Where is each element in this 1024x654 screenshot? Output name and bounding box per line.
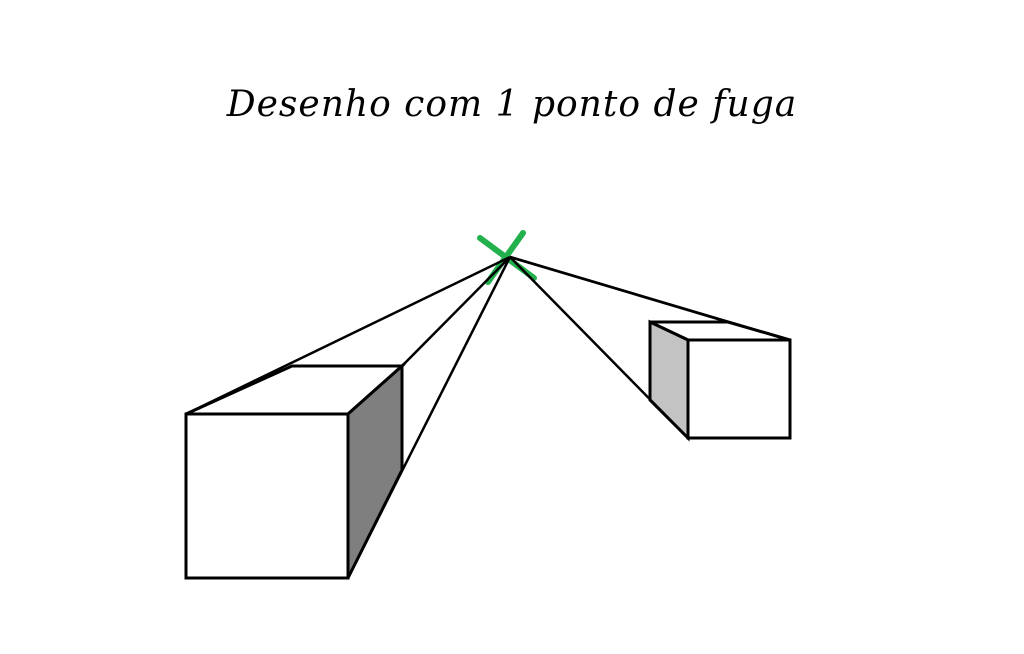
right-cube-front-face xyxy=(686,338,792,440)
vanishing-lines xyxy=(185,255,791,579)
left-cube-front-face xyxy=(184,412,350,580)
vanishing-line xyxy=(185,255,511,416)
right-cube-side-face xyxy=(648,319,690,442)
diagram-title: Desenho com 1 ponto de fuga xyxy=(226,84,798,125)
vanishing-line xyxy=(401,256,511,367)
vanishing-line xyxy=(346,256,512,579)
vanishing-line xyxy=(509,255,729,324)
vanishing-line xyxy=(509,256,689,439)
left-cube xyxy=(184,362,406,580)
